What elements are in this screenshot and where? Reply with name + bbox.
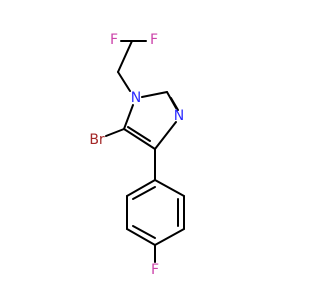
bond-ph-3 [154, 228, 185, 246]
bond-ph-6-double [132, 186, 156, 200]
bond-ph-4 [126, 228, 156, 246]
bond-n3-c4 [154, 121, 177, 150]
molecule-structure-diagram: F F N N Br F [89, 32, 185, 278]
bond-n1-c2 [141, 91, 168, 98]
bond-ph-6 [126, 179, 156, 197]
bond-ph-4-double [132, 225, 156, 239]
bond-c4-c5 [123, 128, 156, 150]
atom-label-f-para: F [151, 262, 159, 278]
bond-c5-br [105, 128, 125, 137]
bond-ch2-n1 [117, 71, 131, 92]
bond-c4-c5-double [127, 126, 151, 142]
atom-label-f-left: F [110, 32, 118, 48]
atom-label-n3: N [174, 108, 184, 124]
atom-label-n1: N [131, 90, 141, 106]
atom-labels: F F N N Br F [89, 32, 184, 278]
atom-label-f-right: F [150, 32, 158, 48]
bond-chf2-ch2 [117, 40, 133, 73]
bond-c2-n3-double [170, 97, 179, 111]
atom-label-br: Br [89, 132, 105, 148]
bond-c5-n1 [123, 104, 134, 130]
bond-group [105, 40, 185, 263]
bond-ph-1 [154, 179, 185, 197]
